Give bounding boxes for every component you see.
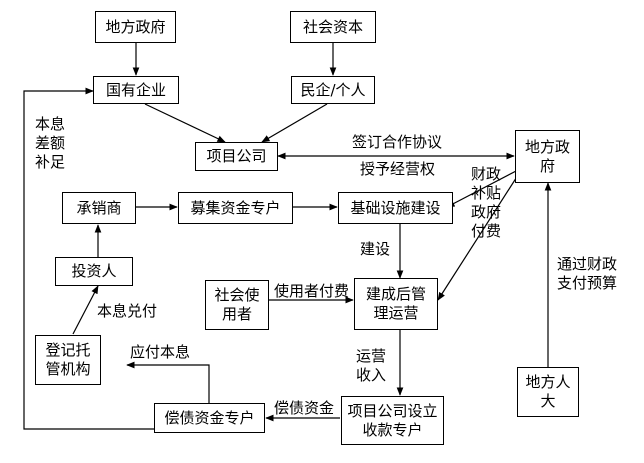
- arrow-private-to-project-company: [261, 103, 328, 143]
- node-social-capital: 社会资本: [290, 11, 376, 43]
- arrow-repay-to-soe: [23, 87, 154, 430]
- node-infrastructure: 基础设施建设: [338, 192, 453, 224]
- arrow-registry-to-investor: [72, 285, 99, 335]
- label-payable-interest: 应付本息: [130, 343, 191, 361]
- node-project-company: 项目公司: [195, 142, 278, 171]
- node-underwriter: 承销商: [62, 192, 136, 224]
- label-grant-rights: 授予经营权: [360, 160, 436, 178]
- node-raise-funds-account: 募集资金专户: [178, 192, 293, 224]
- arrow-gov-to-operation: [437, 171, 521, 301]
- node-local-government-right: 地方政府: [515, 130, 580, 183]
- node-state-owned-enterprise: 国有企业: [93, 76, 179, 104]
- node-collection-account: 项目公司设立收款专户: [341, 396, 444, 445]
- arrow-gov-to-infra: [446, 169, 519, 208]
- node-local-government-top: 地方政府: [95, 11, 176, 43]
- node-private-enterprise: 民企/个人: [291, 76, 375, 104]
- arrow-repay-to-registry: [126, 361, 210, 403]
- label-budget: 通过财政支付预算: [556, 255, 617, 292]
- label-user-pay: 使用者付费: [274, 282, 350, 300]
- node-registry: 登记托管机构: [35, 335, 101, 385]
- label-repayment-fund: 偿债资金: [274, 399, 335, 417]
- label-operating-revenue: 运营收入: [355, 347, 386, 384]
- node-operation: 建成后管理运营: [354, 278, 438, 330]
- node-investor: 投资人: [55, 257, 133, 286]
- node-local-npc: 地方人大: [517, 367, 579, 417]
- label-build: 建设: [360, 240, 391, 258]
- arrow-soe-to-project-company: [144, 103, 226, 143]
- label-subsidy: 财政补贴政府付费: [470, 165, 501, 240]
- node-social-user: 社会使用者: [205, 280, 269, 330]
- label-principal-interest: 本息兑付: [97, 302, 158, 320]
- label-interest-top-up: 本息差额补足: [34, 115, 65, 171]
- label-sign-agreement: 签订合作协议: [352, 133, 443, 151]
- node-repayment-account: 偿债资金专户: [154, 403, 265, 433]
